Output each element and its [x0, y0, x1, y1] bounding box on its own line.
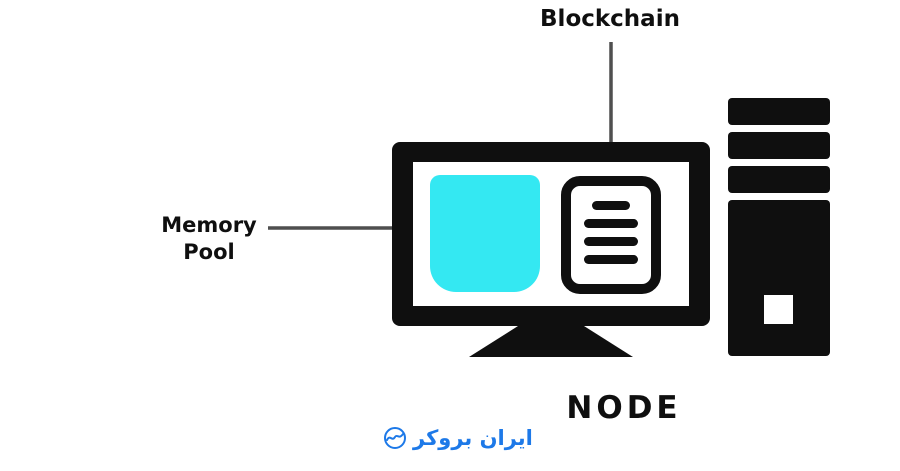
memory-pool-shape: [430, 175, 540, 292]
watermark: ایران بروکر: [383, 426, 533, 450]
watermark-logo-icon: [384, 427, 406, 449]
memory-pool-label-line2: Pool: [183, 240, 235, 265]
tower-pc-icon: [728, 98, 830, 356]
blockchain-document-icon: [561, 176, 661, 294]
blockchain-label: Blockchain: [540, 6, 680, 32]
node-label: NODE: [566, 390, 682, 426]
watermark-text: ایران بروکر: [413, 426, 533, 450]
memory-pool-label-line1: Memory: [161, 213, 257, 237]
memory-pool-label: Memory Pool: [133, 212, 285, 267]
